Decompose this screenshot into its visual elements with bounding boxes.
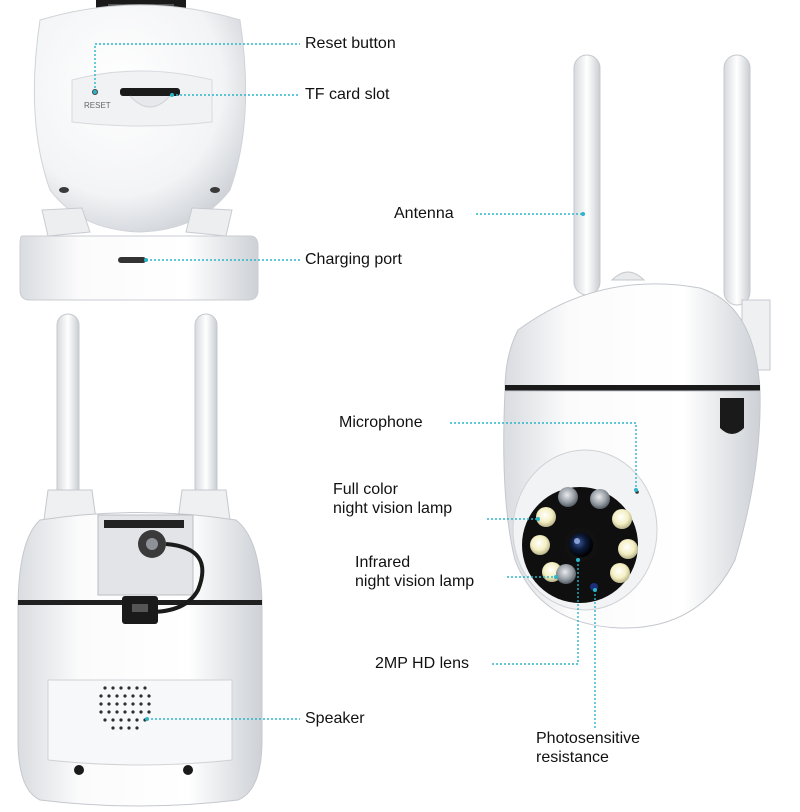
leader-lines bbox=[93, 43, 638, 728]
camera-rear-view bbox=[17, 313, 263, 807]
led-ring bbox=[530, 487, 638, 584]
label-hd-lens: 2MP HD lens bbox=[375, 655, 469, 672]
label-full-color-line1: Full color bbox=[333, 481, 398, 498]
label-tf-card-slot: TF card slot bbox=[305, 86, 390, 103]
label-infrared-lamp: Infrared night vision lamp bbox=[355, 553, 474, 591]
label-antenna: Antenna bbox=[394, 205, 454, 222]
camera-back-view: RESET bbox=[19, 0, 259, 301]
label-charging-port: Charging port bbox=[305, 251, 402, 268]
label-full-color-line2: night vision lamp bbox=[333, 500, 453, 517]
label-microphone: Microphone bbox=[339, 414, 423, 431]
label-infrared-line1: Infrared bbox=[355, 554, 411, 571]
label-speaker: Speaker bbox=[305, 710, 365, 727]
label-photo-line1: Photosensitive bbox=[536, 730, 641, 747]
charging-port-graphic bbox=[118, 257, 146, 263]
label-photo-line2: resistance bbox=[536, 749, 609, 766]
reset-print: RESET bbox=[84, 101, 111, 110]
camera-front-view bbox=[503, 54, 771, 629]
label-photosensitive-resistance: Photosensitive resistance bbox=[536, 729, 640, 767]
speaker-grille bbox=[99, 686, 151, 730]
label-full-color-lamp: Full color night vision lamp bbox=[333, 480, 452, 518]
label-infrared-line2: night vision lamp bbox=[355, 573, 475, 590]
label-reset-button: Reset button bbox=[305, 35, 396, 52]
